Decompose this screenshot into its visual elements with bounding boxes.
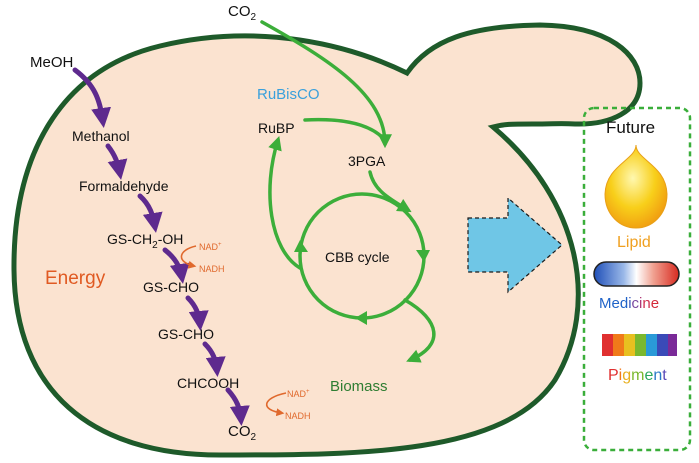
pigment-swatch bbox=[646, 334, 657, 356]
word-letter: M bbox=[599, 295, 612, 312]
arrow-gsch2oh-gscho bbox=[162, 247, 190, 284]
label-rubisco: RuBisCO bbox=[257, 86, 320, 103]
pigment-palette-icon bbox=[602, 334, 677, 356]
arrow-formaldehyde-gsch2oh bbox=[137, 193, 163, 233]
word-letter: t bbox=[662, 367, 667, 384]
word-letter: d bbox=[620, 295, 628, 312]
label-nadh-1: NADH bbox=[199, 264, 225, 274]
lipid-droplet-icon bbox=[604, 144, 668, 229]
label-gs-ch2-oh: GS-CH2-OH bbox=[107, 231, 183, 251]
label-methanol: Methanol bbox=[72, 128, 130, 144]
word-letter: i bbox=[619, 367, 623, 384]
transition-arrow bbox=[467, 196, 563, 294]
cycle-arrowhead-bottom bbox=[355, 311, 367, 325]
label-nad-2: NAD+ bbox=[287, 389, 310, 399]
arrow-cycle-rubp bbox=[268, 135, 302, 270]
word-letter: n bbox=[642, 295, 650, 312]
word-letter: e bbox=[612, 295, 620, 312]
label-meoh: MeOH bbox=[30, 54, 73, 71]
nad-arrow-2 bbox=[265, 392, 287, 417]
future-medicine-label: Medicine bbox=[599, 295, 659, 312]
pigment-swatch bbox=[635, 334, 646, 356]
word-letter: g bbox=[622, 367, 631, 384]
future-panel bbox=[582, 106, 692, 452]
arrow-rubp-merge bbox=[303, 117, 385, 140]
label-nad-1: NAD+ bbox=[199, 242, 222, 252]
word-letter: n bbox=[653, 367, 662, 384]
label-gs-cho-2: GS-CHO bbox=[158, 326, 214, 342]
arrow-gscho-gscho bbox=[185, 295, 209, 331]
cycle-arrowhead-right bbox=[416, 250, 430, 262]
label-cbb-cycle: CBB cycle bbox=[325, 249, 390, 265]
word-letter: P bbox=[608, 367, 619, 384]
pigment-swatch bbox=[624, 334, 635, 356]
label-rubp: RuBP bbox=[258, 120, 295, 136]
cbb-cycle-arrowheads bbox=[294, 240, 430, 325]
word-letter: i bbox=[628, 295, 631, 312]
label-energy: Energy bbox=[45, 268, 106, 289]
nad-arrow-1 bbox=[180, 245, 197, 269]
label-gs-cho-1: GS-CHO bbox=[143, 279, 199, 295]
label-chcooh: CHCOOH bbox=[177, 375, 239, 391]
pigment-swatch bbox=[613, 334, 624, 356]
cofactor-arrows bbox=[180, 245, 287, 417]
label-biomass: Biomass bbox=[330, 378, 388, 395]
arrow-meoh-methanol bbox=[72, 67, 112, 128]
word-letter: e bbox=[651, 295, 659, 312]
pigment-swatch bbox=[602, 334, 613, 356]
arrow-chcooh-co2 bbox=[225, 387, 250, 426]
word-letter: c bbox=[632, 295, 640, 312]
methanol-pathway bbox=[72, 67, 250, 426]
label-co2-top: CO2 bbox=[228, 3, 257, 23]
label-co2-bottom: CO2 bbox=[228, 423, 257, 443]
pigment-swatch bbox=[668, 334, 677, 356]
arrow-cycle-biomass bbox=[403, 298, 436, 363]
future-pigment-label: Pigment bbox=[608, 367, 667, 384]
arrow-3pga-cycle bbox=[368, 170, 412, 213]
label-nadh-2: NADH bbox=[285, 411, 311, 421]
word-letter: i bbox=[639, 295, 642, 312]
word-letter: m bbox=[631, 367, 644, 384]
future-title: Future bbox=[606, 118, 655, 137]
cycle-arrowhead-left bbox=[294, 240, 308, 252]
future-lipid-label: Lipid bbox=[617, 234, 651, 251]
medicine-capsule-icon bbox=[593, 261, 680, 287]
yeast-cell-outline bbox=[11, 22, 643, 458]
arrow-gscho-chcooh bbox=[202, 341, 226, 377]
label-3pga: 3PGA bbox=[348, 153, 386, 169]
label-formaldehyde: Formaldehyde bbox=[79, 178, 169, 194]
word-letter: e bbox=[644, 367, 653, 384]
pigment-swatch bbox=[657, 334, 668, 356]
arrow-co2-3pga bbox=[260, 20, 392, 149]
arrow-methanol-formaldehyde bbox=[105, 143, 128, 180]
